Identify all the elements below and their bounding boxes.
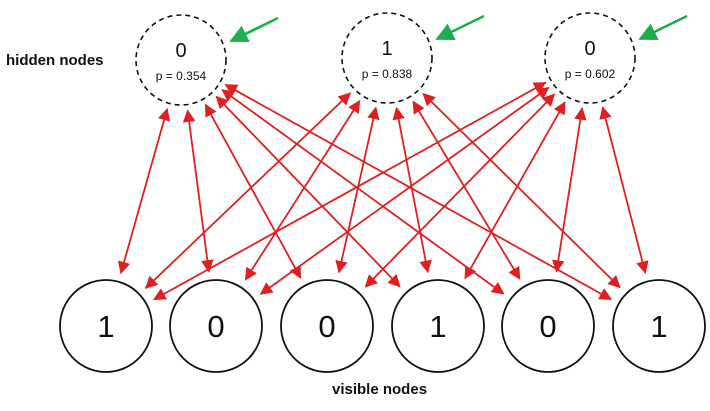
connection-edge-h1-v4 <box>412 100 521 280</box>
indicator-arrow-icon-1 <box>435 14 485 41</box>
hidden-node-circle <box>544 12 636 104</box>
hidden-node-2: 0 p = 0.602 <box>544 12 636 104</box>
visible-node-state: 1 <box>429 309 446 344</box>
visible-node-state: 1 <box>97 309 114 344</box>
connection-edge-h2-v2 <box>364 93 556 288</box>
hidden-nodes-label: hidden nodes <box>6 52 104 69</box>
connection-edge-h2-v3 <box>464 101 566 280</box>
connection-edge-h1-v5 <box>422 92 621 289</box>
visible-node-circle <box>59 279 153 373</box>
indicator-arrows <box>229 14 688 43</box>
indicator-arrow-icon-2 <box>638 14 688 41</box>
indicator-arrow-icon-0 <box>229 16 279 43</box>
visible-node-circle <box>169 279 263 373</box>
connection-edge-h1-v3 <box>392 106 432 274</box>
connection-edge-h1-v0 <box>144 92 352 289</box>
visible-node-1: 0 <box>169 279 263 373</box>
hidden-node-state: 1 <box>381 38 392 60</box>
hidden-node-probability: p = 0.838 <box>362 67 413 81</box>
connection-edge-h2-v1 <box>259 86 550 295</box>
visible-nodes-label: visible nodes <box>332 381 428 398</box>
visible-node-3: 1 <box>391 279 485 373</box>
visible-node-state: 1 <box>650 309 667 344</box>
connection-edge-h2-v4 <box>552 107 587 273</box>
visible-node-circle <box>391 279 485 373</box>
visible-node-circle <box>501 279 595 373</box>
connection-edge-h1-v2 <box>335 106 380 274</box>
connection-edge-h0-v1 <box>182 109 214 273</box>
hidden-node-1: 1 p = 0.838 <box>341 12 433 104</box>
connection-edges <box>117 81 649 301</box>
visible-node-circle <box>280 279 374 373</box>
hidden-node-probability: p = 0.354 <box>156 69 207 83</box>
hidden-layer: 0 p = 0.354 1 p = 0.838 0 p = 0.602 <box>135 12 636 106</box>
visible-node-4: 0 <box>501 279 595 373</box>
connection-edge-h2-v5 <box>599 106 649 274</box>
visible-node-circle <box>612 279 706 373</box>
connection-edge-h0-v4 <box>221 89 505 295</box>
visible-node-state: 0 <box>318 309 335 344</box>
connection-edge-h0-v5 <box>224 84 613 301</box>
hidden-node-0: 0 p = 0.354 <box>135 14 227 106</box>
visible-node-5: 1 <box>612 279 706 373</box>
hidden-node-circle <box>341 12 433 104</box>
hidden-node-circle <box>135 14 227 106</box>
connection-edge-h0-v2 <box>204 103 302 279</box>
connection-edge-h0-v0 <box>117 107 171 275</box>
hidden-node-probability: p = 0.602 <box>565 67 616 81</box>
visible-node-state: 0 <box>207 309 224 344</box>
visible-node-state: 0 <box>539 309 556 344</box>
visible-node-0: 1 <box>59 279 153 373</box>
hidden-node-state: 0 <box>584 38 595 60</box>
hidden-node-state: 0 <box>175 40 186 62</box>
visible-layer: 1 0 0 1 0 1 <box>59 279 706 373</box>
visible-node-2: 0 <box>280 279 374 373</box>
